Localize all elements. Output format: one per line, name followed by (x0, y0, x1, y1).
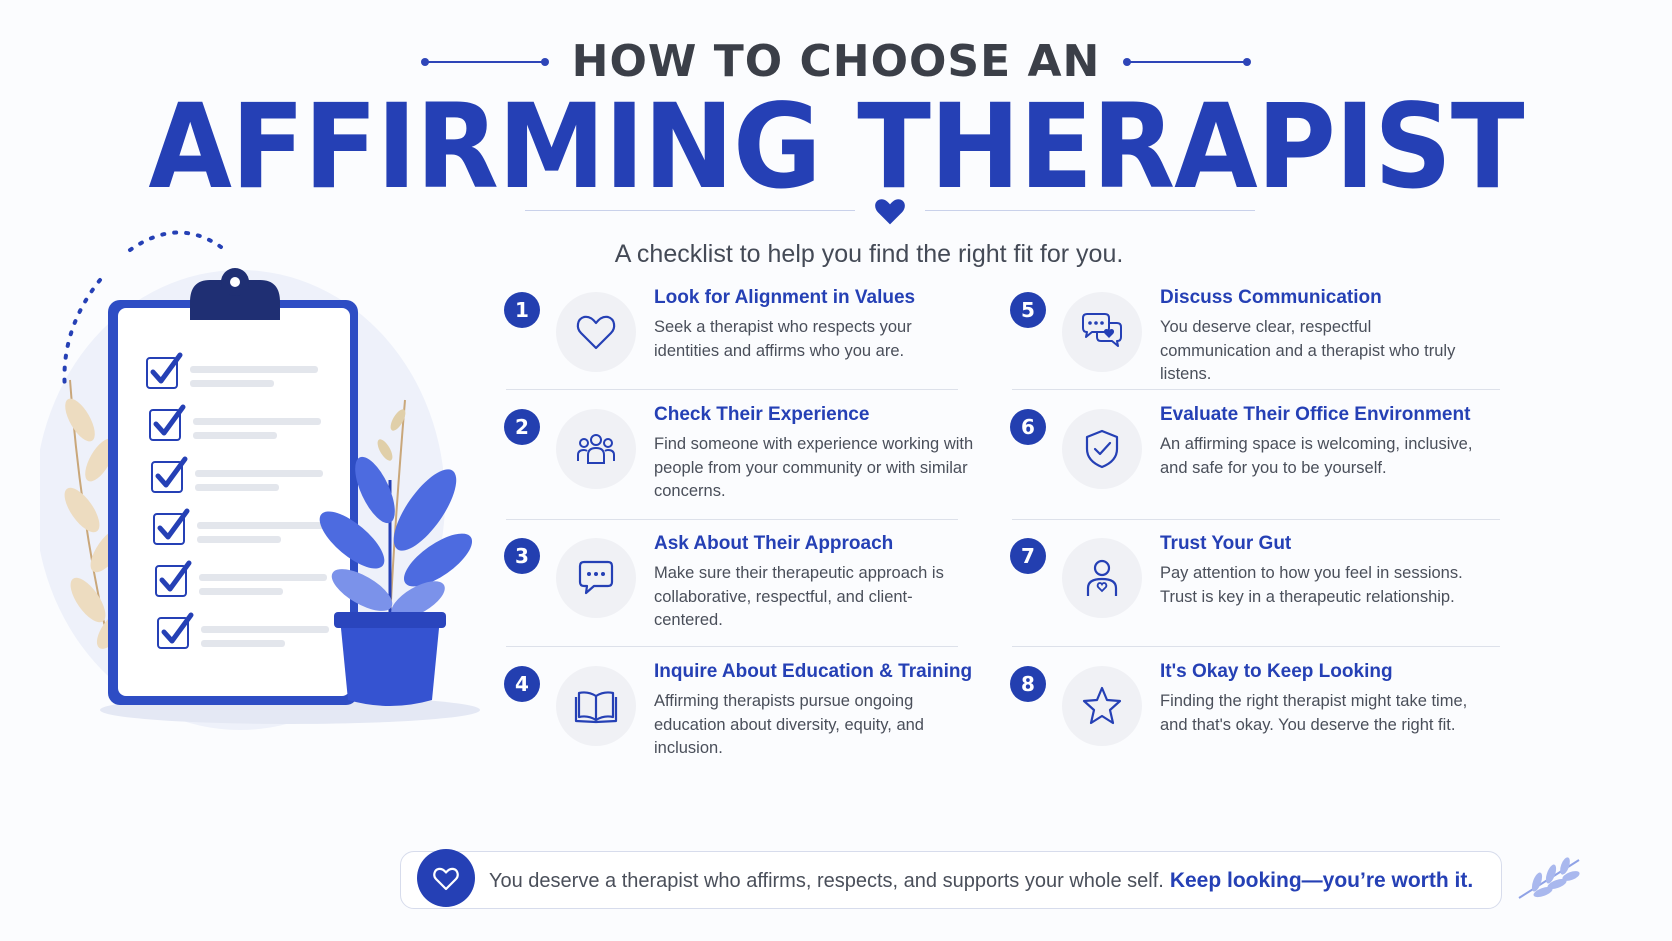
item-title: Ask About Their Approach (654, 533, 894, 554)
divider (506, 519, 958, 520)
star-icon (1082, 686, 1122, 725)
list-item: 3 Ask About Their Approach Make sure the… (504, 533, 1004, 664)
icon-badge (556, 666, 636, 746)
list-item: 7 Trust Your Gut Pay attention to how yo… (1010, 533, 1510, 664)
item-title: Inquire About Education & Training (654, 661, 973, 682)
clipboard-plant-illustration (40, 230, 480, 730)
heart-icon (576, 315, 616, 350)
list-item: 1 Look for Alignment in Values Seek a th… (504, 287, 1004, 418)
list-item: 2 Check Their Experience Find someone wi… (504, 404, 1004, 535)
item-description: Finding the right therapist might take t… (1160, 692, 1468, 734)
item-title: Evaluate Their Office Environment (1160, 404, 1471, 425)
chat-bubble-icon (578, 560, 614, 595)
divider (1012, 646, 1500, 647)
icon-badge (1062, 292, 1142, 372)
list-item: 8 It's Okay to Keep Looking Finding the … (1010, 661, 1510, 792)
kicker-text: HOW TO CHOOSE AN (571, 36, 1101, 87)
footer-banner: You deserve a therapist who affirms, res… (400, 849, 1502, 909)
title-divider (525, 196, 1255, 226)
divider (1012, 519, 1500, 520)
icon-badge (1062, 538, 1142, 618)
page-title: AFFIRMING THERAPIST (148, 80, 1524, 215)
item-title: Trust Your Gut (1160, 533, 1292, 554)
icon-badge (556, 538, 636, 618)
footer-text: You deserve a therapist who affirms, res… (489, 870, 1164, 892)
item-title: Discuss Communication (1160, 287, 1382, 308)
footer-message: You deserve a therapist who affirms, res… (489, 869, 1473, 893)
book-icon (574, 691, 618, 724)
heart-icon (875, 199, 905, 225)
kicker-rule-left (421, 57, 550, 66)
heart-badge (417, 849, 475, 907)
divider-line-left (525, 210, 855, 211)
item-description: Pay attention to how you feel in session… (1160, 564, 1463, 606)
divider (506, 646, 958, 647)
person-heart-icon (1086, 559, 1118, 596)
heart-icon (433, 867, 459, 891)
step-number: 5 (1010, 292, 1046, 328)
item-title: Look for Alignment in Values (654, 287, 916, 308)
kicker-row: HOW TO CHOOSE AN (0, 36, 1672, 87)
step-number: 4 (504, 666, 540, 702)
item-description: Seek a therapist who respects your ident… (654, 318, 912, 360)
footer-emphasis: Keep looking—you’re worth it. (1169, 869, 1474, 892)
list-item: 4 Inquire About Education & Training Aff… (504, 661, 1004, 792)
step-number: 6 (1010, 409, 1046, 445)
icon-badge (1062, 409, 1142, 489)
divider (1012, 389, 1500, 390)
divider-line-right (925, 210, 1255, 211)
step-number: 1 (504, 292, 540, 328)
header: HOW TO CHOOSE AN AFFIRMING THERAPIST A c… (0, 0, 1672, 270)
icon-badge (556, 409, 636, 489)
step-number: 2 (504, 409, 540, 445)
item-description: An affirming space is welcoming, inclusi… (1160, 435, 1473, 477)
list-item: 5 Discuss Communication You deserve clea… (1010, 287, 1510, 418)
item-description: Affirming therapists pursue ongoing educ… (654, 692, 924, 757)
divider (506, 389, 958, 390)
leaf-sprig-icon (1518, 857, 1580, 899)
step-number: 3 (504, 538, 540, 574)
item-title: Check Their Experience (654, 404, 870, 425)
shield-check-icon (1085, 429, 1119, 469)
icon-badge (1062, 666, 1142, 746)
conversation-icon (1082, 313, 1122, 347)
item-title: It's Okay to Keep Looking (1160, 661, 1393, 682)
group-icon (577, 434, 615, 464)
item-description: Find someone with experience working wit… (654, 435, 974, 500)
subtitle: A checklist to help you find the right f… (614, 240, 1124, 268)
step-number: 8 (1010, 666, 1046, 702)
list-item: 6 Evaluate Their Office Environment An a… (1010, 404, 1510, 535)
icon-badge (556, 292, 636, 372)
item-description: You deserve clear, respectful communicat… (1160, 318, 1456, 383)
step-number: 7 (1010, 538, 1046, 574)
item-description: Make sure their therapeutic approach is … (654, 564, 944, 629)
kicker-rule-right (1122, 57, 1251, 66)
